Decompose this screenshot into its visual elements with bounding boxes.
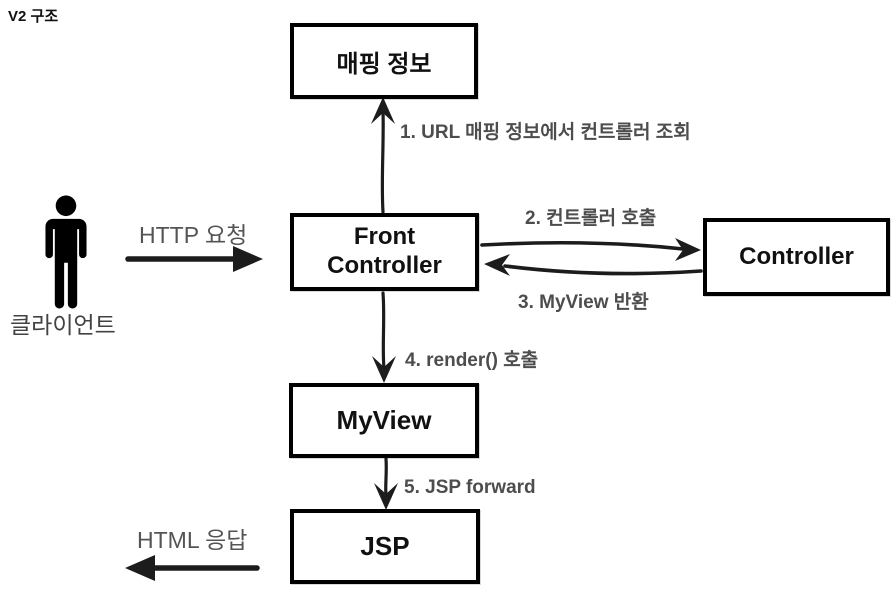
arrow-step2-line xyxy=(480,240,685,251)
box-mapping-info-label: 매핑 정보 xyxy=(336,50,432,78)
arrow-step4-head xyxy=(372,356,396,383)
arrow-step4-line xyxy=(381,291,386,371)
person-icon xyxy=(45,195,87,309)
arrow-step3-line xyxy=(503,264,703,276)
box-controller-label: Controller xyxy=(739,243,854,270)
arrow-step5-line xyxy=(384,457,388,498)
box-mapping-info: 매핑 정보 xyxy=(290,23,478,99)
arrow-step1-head xyxy=(371,97,395,124)
step1-label: 1. URL 매핑 정보에서 컨트롤러 조회 xyxy=(400,122,691,143)
step2-label: 2. 컨트롤러 호출 xyxy=(525,208,657,229)
http-request-label: HTTP 요청 xyxy=(139,222,248,248)
step5-label: 5. JSP forward xyxy=(404,477,536,498)
client-label: 클라이언트 xyxy=(10,312,116,338)
arrow-step2-head xyxy=(675,238,701,261)
arrow-step3-head xyxy=(484,254,510,276)
box-front-controller-label: Front Controller xyxy=(327,223,442,279)
box-myview-label: MyView xyxy=(336,405,432,435)
diagram-title: V2 구조 xyxy=(8,8,59,25)
box-jsp: JSP xyxy=(290,509,480,584)
box-controller: Controller xyxy=(703,218,890,296)
step3-label: 3. MyView 반환 xyxy=(518,292,649,313)
arrow-step1-line xyxy=(380,108,385,214)
arrow-step5-head xyxy=(374,483,398,510)
box-myview: MyView xyxy=(289,383,479,458)
box-front-controller: Front Controller xyxy=(290,213,479,291)
arrow-html-head xyxy=(125,555,155,581)
box-jsp-label: JSP xyxy=(360,531,410,561)
html-response-label: HTML 응답 xyxy=(137,527,248,553)
step4-label: 4. render() 호출 xyxy=(405,350,539,371)
